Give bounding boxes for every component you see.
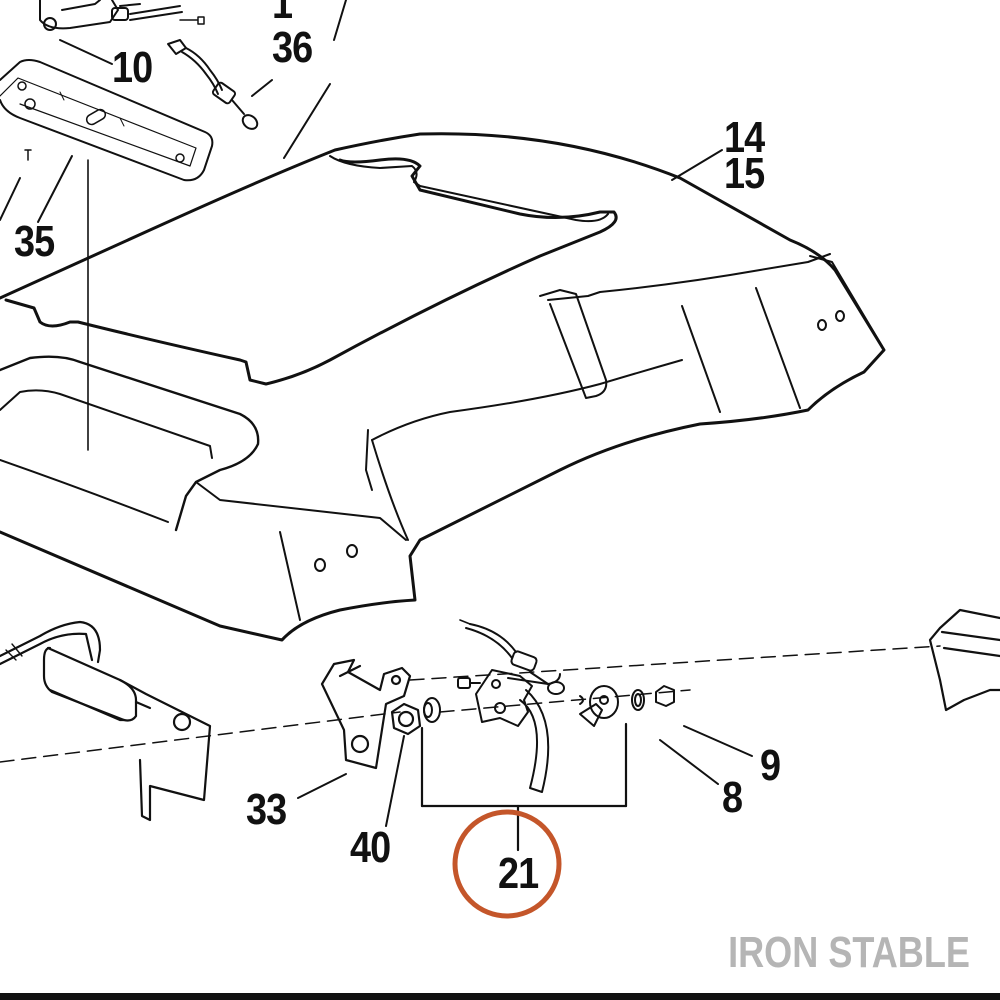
top-left-bracket-assembly: [39, 0, 205, 31]
highlight-circle: [452, 809, 562, 919]
cable-36: [167, 39, 259, 130]
callout-10: 10: [112, 43, 153, 92]
right-handle: [928, 608, 1000, 712]
leader-14: [671, 149, 723, 181]
cam: [579, 685, 619, 727]
lock-washer-8: [631, 689, 645, 711]
latch-plate: [475, 669, 561, 793]
washer: [423, 697, 441, 723]
watermark-text: IRON STABLE: [728, 928, 970, 977]
callout-35: 35: [14, 217, 55, 266]
callout-15: 15: [724, 149, 765, 198]
leader-lines-upper: [0, 0, 347, 223]
hood-body-14-15: [0, 132, 886, 642]
bottom-border: [0, 993, 1000, 1000]
nut-9: [655, 685, 675, 707]
callout-9: 9: [760, 741, 781, 790]
leader-lines-lower: [297, 725, 753, 827]
plate-35: [0, 59, 214, 182]
callout-14: 14: [724, 113, 765, 162]
callout-1: 1: [272, 0, 293, 28]
small-screw: [457, 677, 481, 689]
callout-36: 36: [272, 23, 313, 72]
callout-33: 33: [246, 785, 287, 834]
cable-connector: [459, 619, 584, 705]
nut-40: [390, 702, 422, 736]
callout-8: 8: [722, 773, 743, 822]
callout-21: 21: [498, 849, 539, 898]
bracket-33: [320, 658, 412, 770]
callout-40: 40: [350, 823, 391, 872]
left-actuator: [0, 620, 212, 822]
group-21-bracket: [420, 722, 628, 852]
alignment-dashes: [0, 645, 941, 763]
